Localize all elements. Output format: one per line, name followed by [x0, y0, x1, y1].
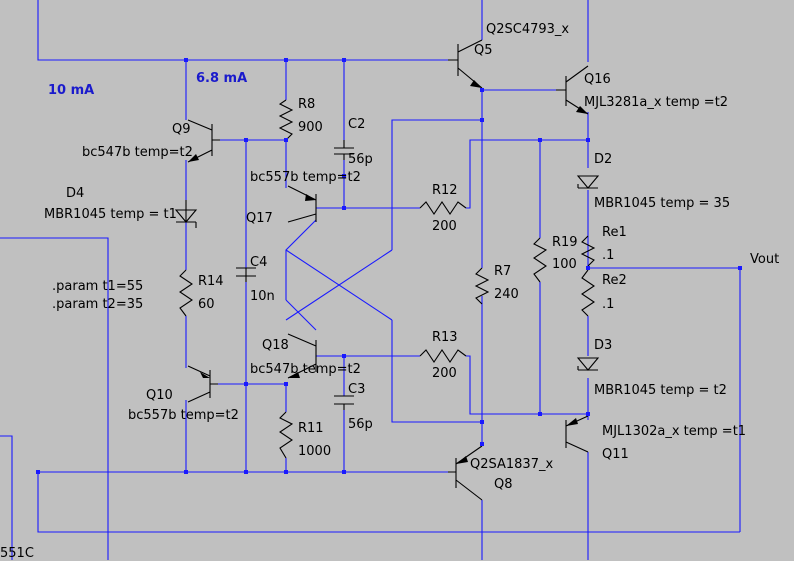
re1-value: .1: [602, 248, 615, 263]
r12-resistor-symbol: [419, 201, 467, 215]
r8-resistor-symbol: [278, 99, 294, 141]
re2-resistor-symbol: [581, 269, 595, 317]
q16-model-label: MJL3281a_x temp =t2: [584, 95, 729, 110]
q8-model-label: Q2SA1837_x: [470, 457, 554, 472]
q11-model-label: MJL1302a_x temp =t1: [602, 424, 747, 439]
d4-model-label: MBR1045 temp = t1: [44, 207, 177, 222]
q18-label: Q18: [262, 338, 289, 353]
current-10ma-label: 10 mA: [48, 83, 95, 98]
re1-resistor-symbol: [580, 235, 596, 267]
q10-model-label: bc557b temp=t2: [128, 408, 239, 423]
r13-resistor-symbol: [419, 349, 467, 363]
d2-label: D2: [594, 152, 613, 167]
d3-label: D3: [594, 338, 613, 353]
d4-label: D4: [66, 186, 85, 201]
r12-label: R12: [432, 183, 458, 198]
re2-value: .1: [602, 297, 615, 312]
q11-transistor-symbol: [565, 415, 589, 453]
c4-label: C4: [250, 255, 268, 270]
r13-value: 200: [432, 366, 457, 381]
c2-label: C2: [348, 117, 366, 132]
c3-capacitor-symbol: [334, 395, 354, 410]
q8-label: Q8: [494, 477, 513, 492]
r19-label: R19: [552, 235, 578, 250]
d2-diode-symbol: [576, 175, 600, 189]
q5-transistor-symbol: [448, 39, 483, 89]
q18-transistor-symbol: [287, 333, 317, 379]
partial-offscreen-label: 551C: [0, 546, 34, 561]
param-t1: .param t1=55: [52, 279, 144, 294]
d3-model-label: MBR1045 temp = t2: [594, 383, 727, 398]
d3-diode-symbol: [576, 357, 600, 371]
r14-value: 60: [198, 297, 215, 312]
r11-value: 1000: [298, 444, 332, 459]
d2-model-label: MBR1045 temp = 35: [594, 196, 731, 211]
q10-transistor-symbol: [187, 365, 218, 403]
re1-label: Re1: [602, 225, 627, 240]
r13-label: R13: [432, 330, 458, 345]
wires: [0, 0, 741, 560]
r7-resistor-symbol: [474, 267, 490, 305]
q9-transistor-symbol: [187, 119, 220, 163]
q17-transistor-symbol: [287, 185, 317, 223]
junctions: [36, 58, 742, 474]
r19-resistor-symbol: [533, 237, 548, 283]
r8-label: R8: [298, 97, 316, 112]
q16-transistor-symbol: [556, 65, 589, 115]
r11-resistor-symbol: [279, 411, 294, 459]
r19-value: 100: [552, 257, 577, 272]
q9-model-label: bc547b temp=t2: [82, 145, 193, 160]
d4-diode-symbol: [174, 200, 198, 228]
q16-label: Q16: [584, 72, 611, 87]
c4-capacitor-symbol: [236, 267, 256, 282]
r14-resistor-symbol: [179, 269, 193, 317]
r14-label: R14: [198, 274, 224, 289]
c3-value: 56p: [348, 417, 373, 432]
c2-capacitor-symbol: [334, 140, 354, 160]
q5-label: Q5: [474, 43, 493, 58]
re2-label: Re2: [602, 273, 627, 288]
r8-value: 900: [298, 120, 323, 135]
q17-label: Q17: [246, 211, 273, 226]
c4-value: 10n: [250, 289, 275, 304]
r12-value: 200: [432, 219, 457, 234]
param-t2: .param t2=35: [52, 297, 144, 312]
vout-label: Vout: [750, 252, 780, 267]
current-6-8ma-label: 6.8 mA: [196, 71, 248, 86]
c3-label: C3: [348, 382, 366, 397]
r7-value: 240: [494, 287, 519, 302]
q18-model-label: bc547b temp=t2: [250, 362, 361, 377]
components: [174, 39, 600, 501]
q11-label: Q11: [602, 447, 629, 462]
q8-transistor-symbol: [448, 445, 483, 501]
q9-label: Q9: [172, 122, 191, 137]
r11-label: R11: [298, 421, 324, 436]
r7-label: R7: [494, 264, 512, 279]
q17-model-label: bc557b temp=t2: [250, 170, 361, 185]
c2-value: 56p: [348, 152, 373, 167]
q5-model-label: Q2SC4793_x: [486, 22, 570, 37]
q10-label: Q10: [146, 388, 173, 403]
